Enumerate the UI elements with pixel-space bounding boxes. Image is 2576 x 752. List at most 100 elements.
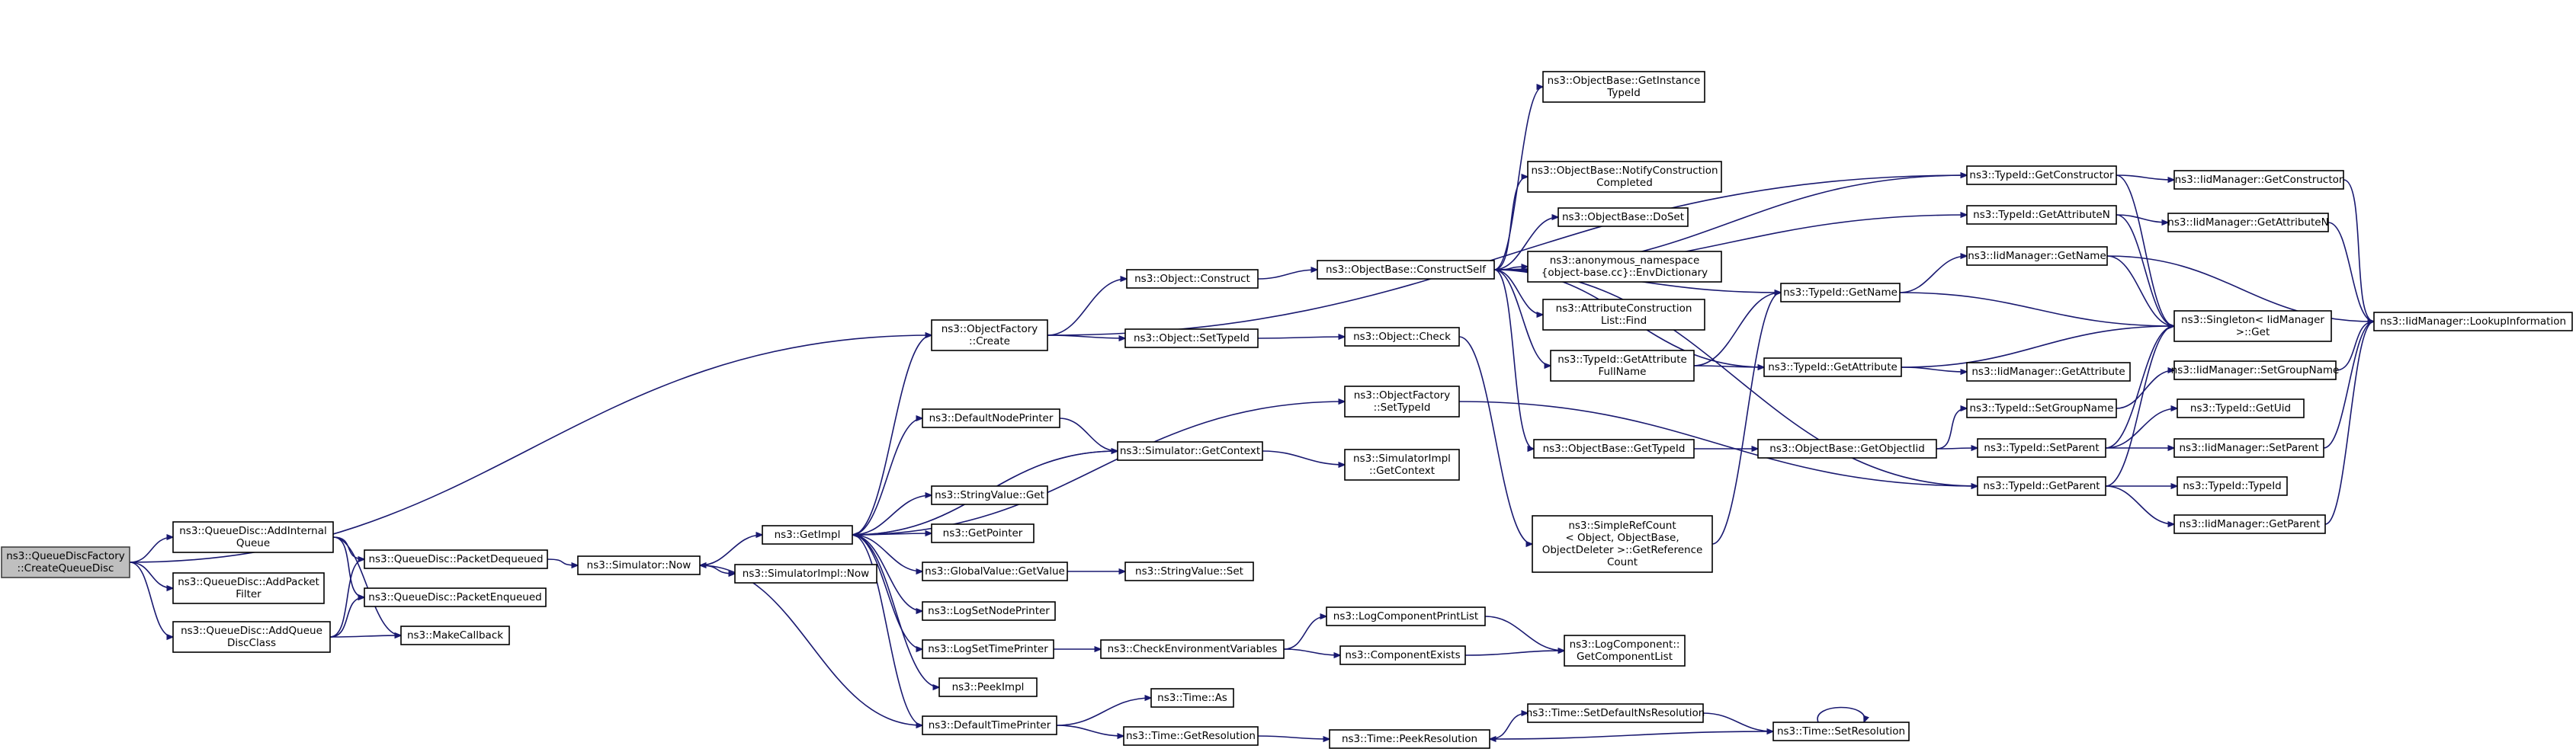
function-node[interactable]: ns3::CheckEnvironmentVariables	[1100, 639, 1285, 659]
node-label: ns3::IidManager::SetGroupName	[2171, 364, 2340, 376]
function-node[interactable]: ns3::IidManager::LookupInformation	[2373, 312, 2573, 331]
function-node[interactable]: ns3::Time::PeekResolution	[1329, 729, 1490, 749]
function-node[interactable]: ns3::TypeId::SetGroupName	[1966, 398, 2117, 418]
function-node[interactable]: ns3::Object::SetTypeId	[1124, 328, 1259, 348]
node-label: ns3::PeekImpl	[952, 681, 1025, 693]
function-node[interactable]: ns3::TypeId::TypeId	[2177, 476, 2288, 496]
function-node[interactable]: ns3::QueueDisc::PacketEnqueued	[364, 587, 547, 607]
function-node[interactable]: ns3::SimpleRefCount< Object, ObjectBase,…	[1532, 515, 1713, 573]
call-edge	[699, 535, 762, 566]
node-box	[1124, 562, 1254, 581]
edges-layer	[129, 87, 2374, 739]
function-node[interactable]: ns3::LogComponentPrintList	[1326, 606, 1486, 626]
function-node[interactable]: ns3::Simulator::GetContext	[1117, 441, 1263, 461]
function-node[interactable]: ns3::StringValue::Set	[1124, 562, 1254, 581]
node-box	[762, 525, 853, 545]
node-label: < Object, ObjectBase,	[1565, 532, 1679, 544]
function-node[interactable]: ns3::TypeId::GetAttributeN	[1966, 205, 2117, 225]
function-node[interactable]: ns3::SimulatorImpl::GetContext	[1344, 449, 1460, 481]
call-edge	[2105, 485, 2174, 524]
function-node[interactable]: ns3::Time::GetResolution	[1123, 726, 1259, 746]
node-label: Count	[1607, 556, 1638, 568]
function-node[interactable]: ns3::ObjectBase::ConstructSelf	[1317, 260, 1495, 280]
function-node[interactable]: ns3::Simulator::Now	[577, 555, 701, 575]
function-node[interactable]: ns3::GlobalValue::GetValue	[922, 562, 1068, 581]
function-node[interactable]: ns3::TypeId::GetUid	[2177, 398, 2305, 418]
node-label: ns3::GetPointer	[943, 527, 1023, 539]
function-node[interactable]: ns3::GetImpl	[762, 525, 853, 545]
node-label: ns3::StringValue::Get	[935, 489, 1044, 501]
function-node[interactable]: ns3::DefaultTimePrinter	[922, 715, 1057, 735]
node-box	[1126, 269, 1259, 289]
function-node[interactable]: ns3::TypeId::GetAttribute	[1763, 357, 1902, 377]
root-function-node[interactable]: ns3::QueueDiscFactory::CreateQueueDisc	[1, 546, 130, 578]
function-node[interactable]: ns3::GetPointer	[931, 523, 1035, 543]
call-edge	[2323, 322, 2374, 449]
function-node[interactable]: ns3::QueueDisc::PacketDequeued	[364, 549, 548, 569]
call-edge	[1899, 256, 1967, 293]
function-node[interactable]: ns3::TypeId::GetParent	[1977, 476, 2106, 496]
node-label: ns3::IidManager::SetParent	[2180, 442, 2319, 454]
function-node[interactable]: ns3::Time::As	[1150, 688, 1234, 708]
function-node[interactable]: ns3::ObjectBase::DoSet	[1557, 207, 1689, 227]
function-node[interactable]: ns3::TypeId::SetParent	[1977, 438, 2106, 458]
node-box	[1339, 645, 1466, 665]
function-node[interactable]: ns3::IidManager::GetAttributeN	[2167, 213, 2329, 232]
node-box	[1124, 328, 1259, 348]
function-node[interactable]: ns3::TypeId::GetConstructor	[1966, 165, 2117, 185]
function-node[interactable]: ns3::ObjectFactory::Create	[931, 319, 1048, 351]
function-node[interactable]: ns3::ObjectFactory::SetTypeId	[1344, 386, 1460, 418]
function-node[interactable]: ns3::Singleton< IidManager>::Get	[2173, 310, 2332, 342]
function-node[interactable]: ns3::IidManager::GetAttribute	[1966, 362, 2131, 382]
function-node[interactable]: ns3::Object::Check	[1344, 327, 1460, 347]
node-label: ns3::IidManager::LookupInformation	[2380, 315, 2566, 328]
node-label: List::Find	[1601, 315, 1647, 327]
function-node[interactable]: ns3::anonymous_namespace{object-base.cc}…	[1527, 251, 1722, 283]
node-box	[577, 555, 701, 575]
function-node[interactable]: ns3::Time::SetResolution	[1772, 722, 1910, 741]
call-edge	[852, 534, 922, 571]
function-node[interactable]: ns3::Time::SetDefaultNsResolution	[1526, 703, 1705, 723]
node-box	[922, 601, 1056, 621]
call-edge	[2327, 222, 2374, 322]
node-label: ns3::TypeId::GetName	[1783, 286, 1898, 299]
function-node[interactable]: ns3::StringValue::Get	[931, 485, 1048, 505]
function-node[interactable]: ns3::LogComponent::GetComponentList	[1564, 635, 1686, 667]
function-node[interactable]: ns3::LogSetTimePrinter	[922, 639, 1054, 659]
node-label: ns3::TypeId::TypeId	[2183, 480, 2282, 492]
function-node[interactable]: ns3::IidManager::GetParent	[2173, 514, 2326, 534]
function-node[interactable]: ns3::ObjectBase::NotifyConstructionCompl…	[1527, 161, 1722, 193]
node-label: ns3::DefaultNodePrinter	[929, 412, 1054, 424]
node-box	[1966, 398, 2117, 418]
function-node[interactable]: ns3::DefaultNodePrinter	[922, 408, 1060, 428]
function-node[interactable]: ns3::LogSetNodePrinter	[922, 601, 1056, 621]
function-node[interactable]: ns3::Object::Construct	[1126, 269, 1259, 289]
call-edge	[1899, 292, 2174, 326]
node-label: ns3::Object::Construct	[1134, 273, 1250, 285]
function-node[interactable]: ns3::IidManager::GetName	[1966, 246, 2108, 266]
call-edge	[129, 562, 173, 588]
function-node[interactable]: ns3::TypeId::GetName	[1780, 283, 1901, 302]
function-node[interactable]: ns3::ComponentExists	[1339, 645, 1466, 665]
function-node[interactable]: ns3::IidManager::SetGroupName	[2171, 360, 2340, 380]
function-node[interactable]: ns3::IidManager::SetParent	[2173, 438, 2324, 458]
function-node[interactable]: ns3::SimulatorImpl::Now	[734, 564, 877, 584]
call-edge	[1936, 448, 1978, 449]
node-label: ns3::IidManager::GetAttribute	[1971, 366, 2125, 378]
node-label: ns3::SimpleRefCount	[1568, 520, 1676, 532]
call-edge	[1047, 175, 1967, 336]
function-node[interactable]: ns3::PeekImpl	[938, 677, 1038, 697]
node-box	[172, 521, 334, 553]
function-node[interactable]: ns3::ObjectBase::GetObjectIid	[1757, 439, 1937, 459]
call-edge	[1047, 279, 1127, 336]
function-node[interactable]: ns3::IidManager::GetConstructor	[2173, 170, 2344, 190]
function-node[interactable]: ns3::ObjectBase::GetTypeId	[1533, 439, 1695, 459]
function-node[interactable]: ns3::MakeCallback	[400, 626, 510, 645]
